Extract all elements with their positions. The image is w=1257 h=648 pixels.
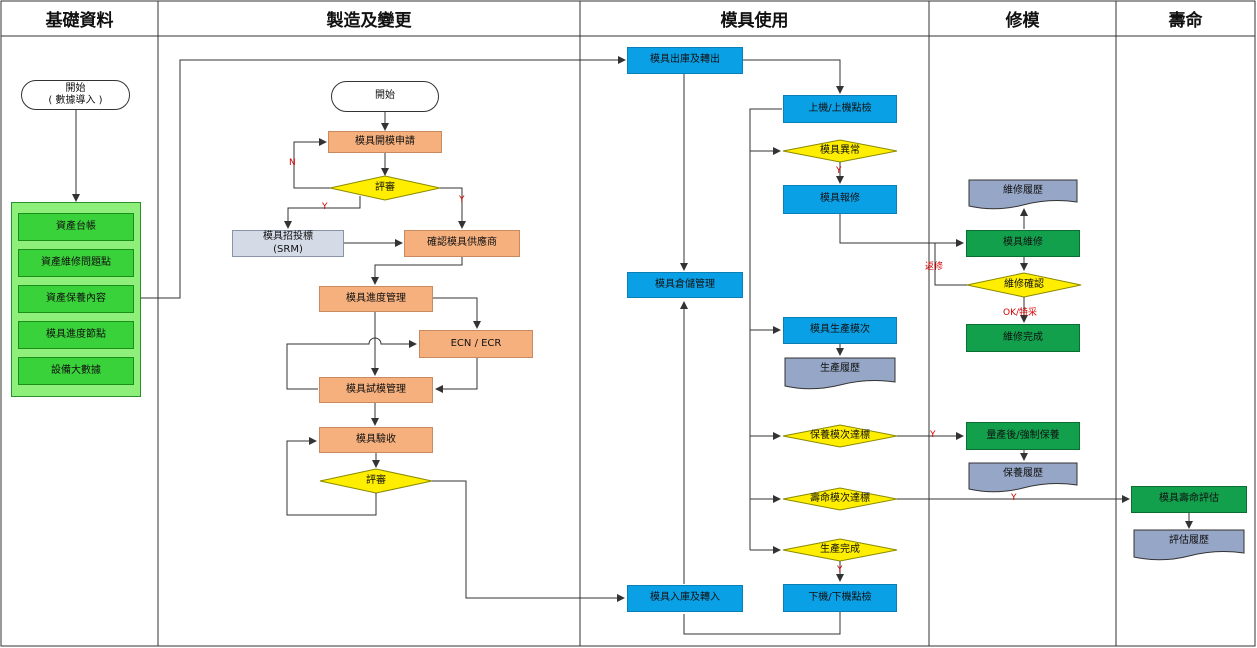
confirm-diamond [966, 272, 1082, 298]
outbound-box: 模具出庫及轉出 [627, 47, 743, 74]
mfg-start-terminal: 開始 [331, 81, 439, 112]
basic-item-repair-issues: 資產維修問題點 [18, 249, 134, 277]
basic-item-equipment-data: 設備大數據 [18, 357, 134, 385]
prod-history-text: 生產履歷 [820, 362, 860, 374]
label-y-supplier: Y [459, 195, 465, 205]
lane-header-repair: 修模 [1005, 10, 1040, 31]
basic-item-maint-content: 資產保養內容 [18, 285, 134, 313]
tender-box: 模具招投標 (SRM) [232, 230, 344, 257]
repair-history-doc [968, 179, 1078, 210]
label-y-life: Y [1011, 493, 1017, 503]
label-y-maint: Y [930, 430, 936, 440]
eval-history-doc [1133, 529, 1245, 561]
label-y-abnormal: Y [836, 166, 842, 176]
mold-apply-box: 模具開模申請 [328, 131, 442, 153]
trial-box: 模具試模管理 [319, 377, 433, 403]
life-eval-box: 模具壽命評估 [1131, 486, 1247, 513]
review2-text: 評審 [366, 474, 386, 486]
label-n: N [289, 158, 296, 168]
count-box: 模具生產模次 [783, 317, 897, 344]
storage-box: 模具倉儲管理 [627, 272, 743, 298]
repair-complete-box: 維修完成 [966, 324, 1080, 352]
repair-confirm-text: 維修確認 [1004, 278, 1044, 290]
label-y-done: Y [837, 565, 843, 575]
accept-box: 模具驗收 [319, 427, 433, 453]
basic-start-terminal: 開始 ( 數據導入 ) [21, 80, 130, 110]
review1-text: 評審 [375, 181, 395, 193]
life-reach-text: 壽命模次達標 [810, 492, 870, 504]
label-rework: 返修 [925, 262, 944, 272]
maint-history-text: 保養履歷 [1003, 467, 1043, 479]
basic-item-asset-ledger: 資產台帳 [18, 213, 134, 241]
ecn-box: ECN / ECR [419, 330, 533, 358]
lane-header-life: 壽命 [1168, 10, 1203, 31]
repair-history-text: 維修履歷 [1003, 184, 1043, 196]
basic-item-progress-nodes: 模具進度節點 [18, 321, 134, 349]
done-diamond [782, 538, 898, 562]
abnormal-text: 模具異常 [820, 144, 860, 156]
document-shapes [784, 179, 1245, 561]
progress-box: 模具進度管理 [319, 286, 433, 312]
label-ok: OK/特采 [1003, 308, 1038, 318]
supplier-box: 確認模具供應商 [404, 230, 520, 257]
unmount-box: 下機/下機點檢 [783, 584, 897, 612]
done-text: 生產完成 [820, 543, 860, 555]
report-box: 模具報修 [783, 185, 897, 214]
maint-history-doc [968, 462, 1078, 493]
prod-history-doc [784, 357, 896, 390]
lane-header-manufacture: 製造及變更 [326, 10, 412, 31]
inbound-box: 模具入庫及轉入 [627, 585, 743, 612]
forced-maint-box: 量產後/強制保養 [966, 422, 1080, 450]
label-y-tender: Y [322, 202, 328, 212]
eval-history-text: 評估履歷 [1169, 535, 1209, 547]
arrows [72, 56, 1193, 635]
maint-reach-text: 保養模次達標 [810, 429, 870, 441]
mount-box: 上機/上機點檢 [783, 95, 897, 123]
lane-header-basic: 基礎資料 [45, 10, 114, 31]
lane-header-usage: 模具使用 [720, 10, 789, 31]
abnormal-diamond [782, 139, 898, 163]
mold-repair-box: 模具維修 [966, 230, 1080, 257]
